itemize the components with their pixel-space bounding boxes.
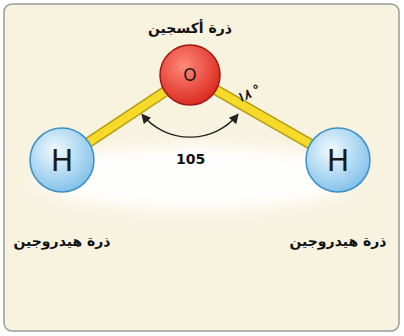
atom-symbol: H xyxy=(305,127,371,193)
hydrogen-atom: Hذرة هيدروجين xyxy=(29,127,95,193)
atom-circle xyxy=(30,128,94,192)
atom-name: ذرة هيدروجين xyxy=(13,233,110,249)
atom-name: ذرة هيدروجين xyxy=(289,233,386,249)
atom-symbol: H xyxy=(29,127,95,193)
oxygen-atom: Oذرة أكسجين xyxy=(159,44,221,106)
bond-outline xyxy=(215,89,311,144)
atom-circle xyxy=(160,45,220,105)
bond-outline xyxy=(88,91,166,143)
atom-circle xyxy=(306,128,370,192)
atom-name: ذرة أكسجين xyxy=(148,20,232,36)
chemical-bond xyxy=(88,91,166,143)
atom-symbol: O xyxy=(159,44,221,106)
angle-label: 105 xyxy=(176,151,205,167)
panel xyxy=(4,4,399,331)
chemical-bond xyxy=(215,89,311,144)
hydrogen-atom: Hذرة هيدروجين xyxy=(305,127,371,193)
angle-arc xyxy=(143,115,238,137)
